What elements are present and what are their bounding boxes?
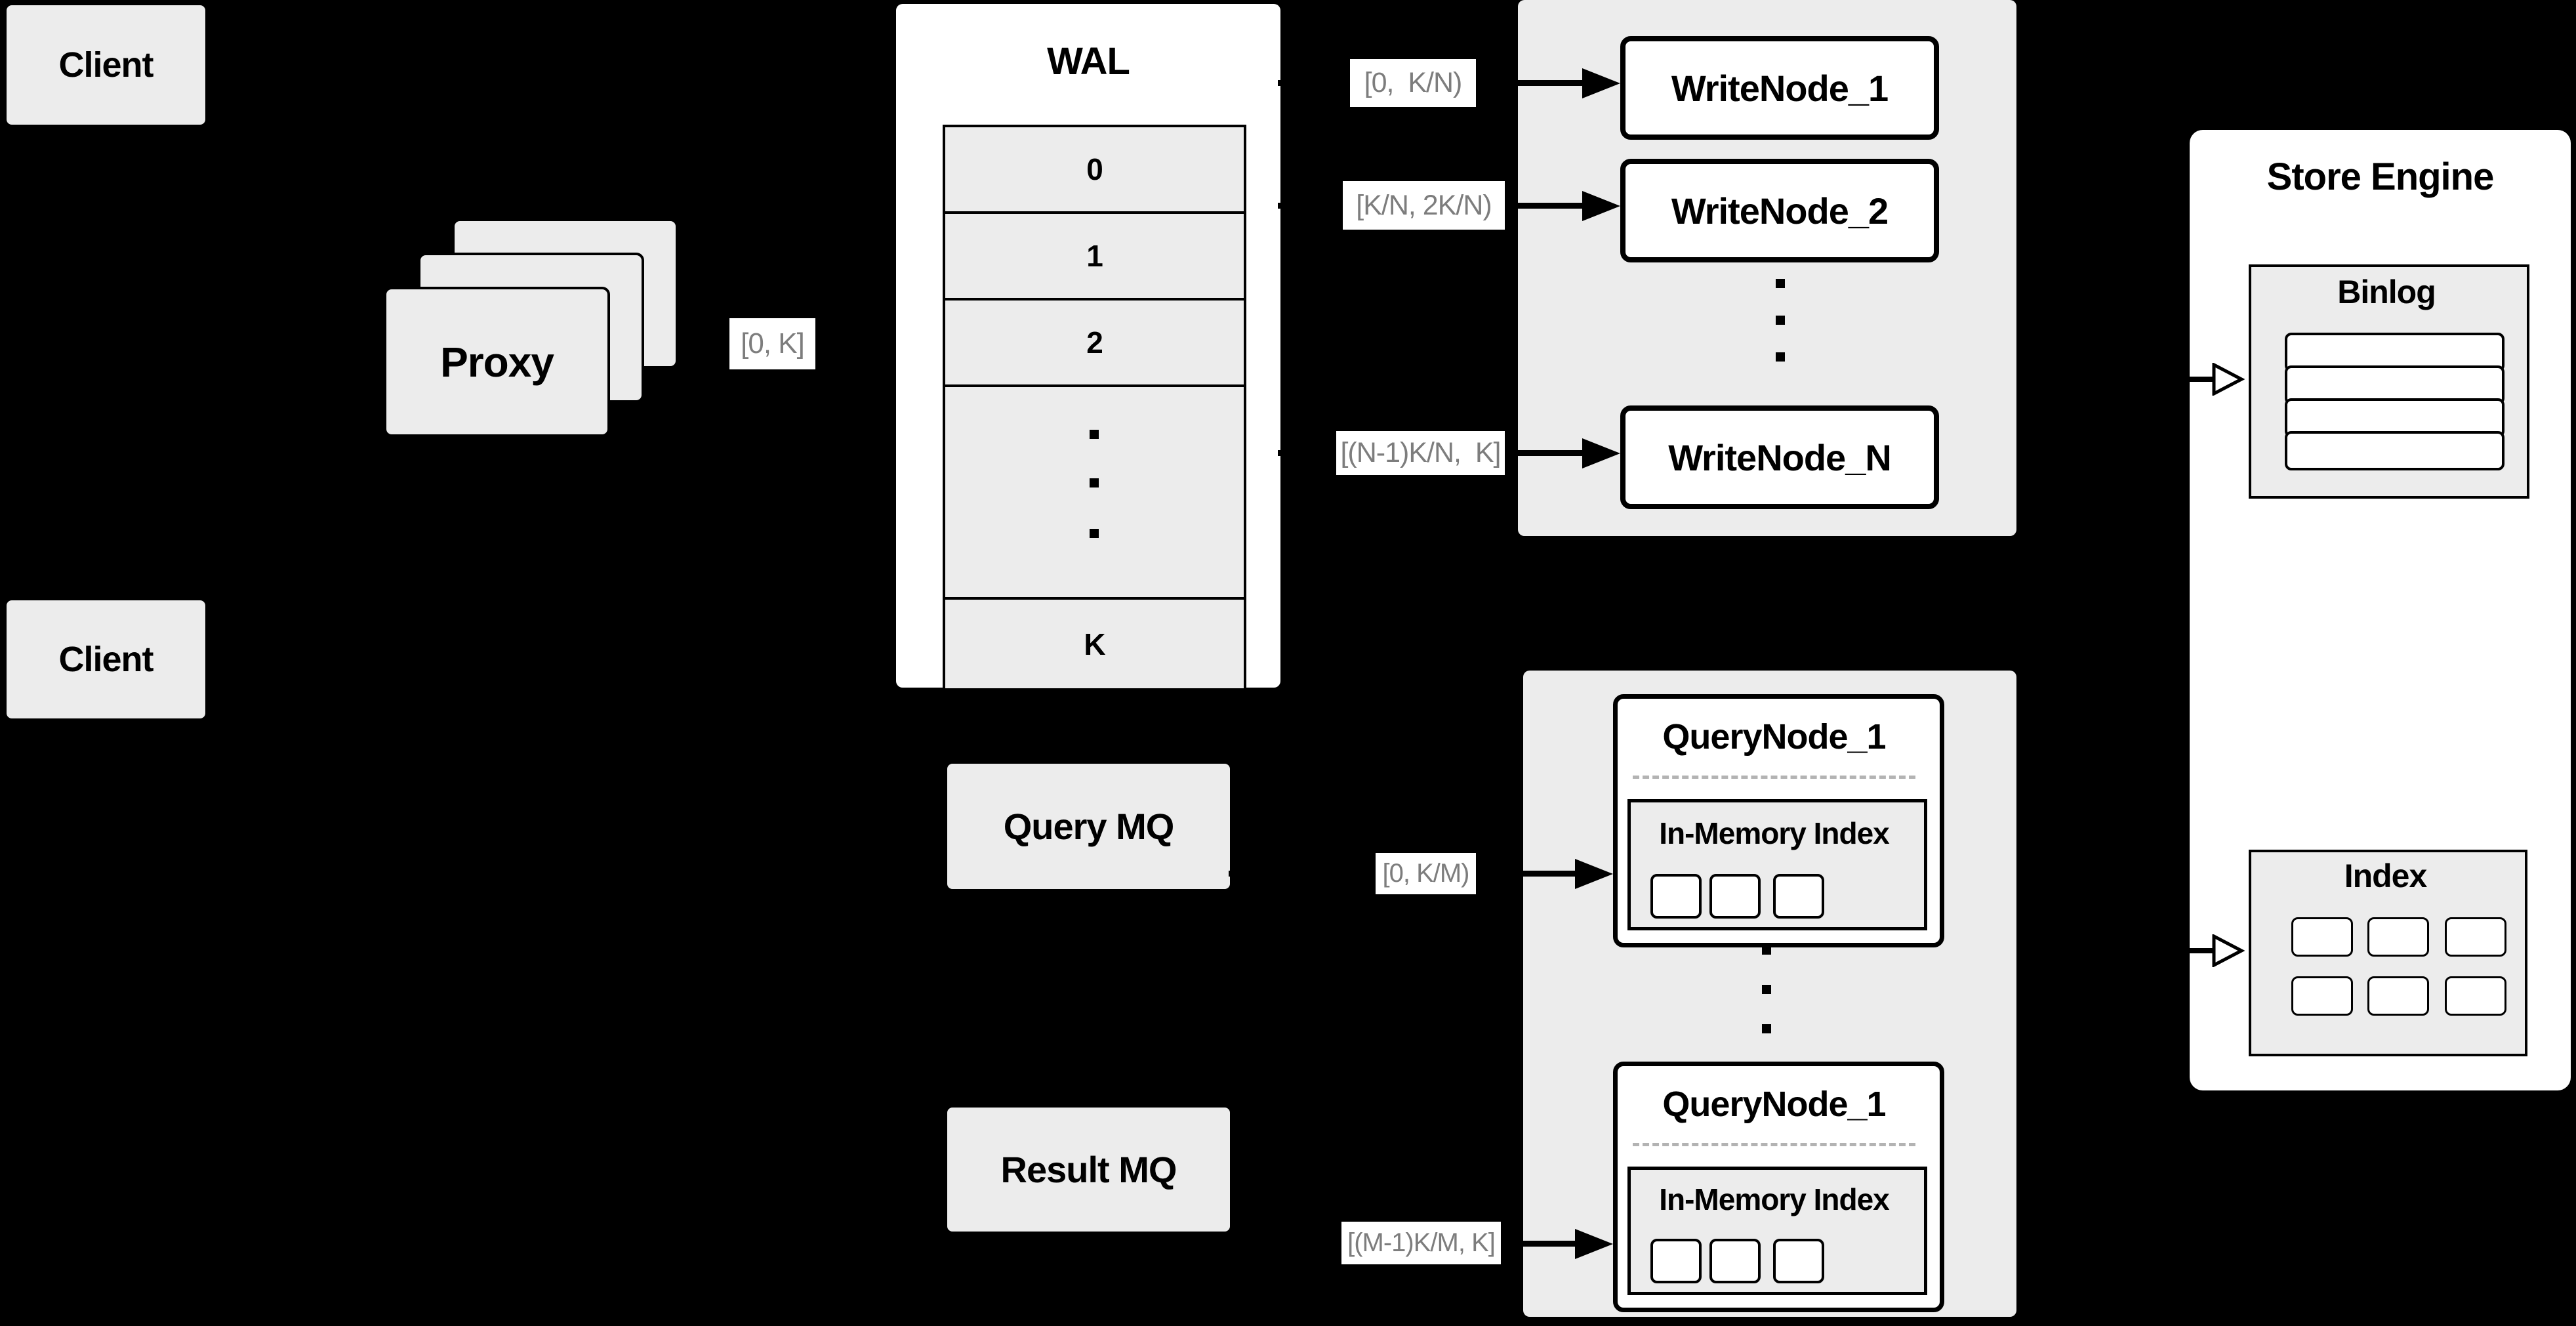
wal-title: WAL xyxy=(1047,40,1130,83)
query-node-m-title: QueryNode_1 xyxy=(1662,1085,1886,1124)
query-range-1-label: [0, K/M) xyxy=(1376,853,1476,894)
wal-segment-1: 1 xyxy=(945,214,1244,300)
query-node-1-inmemory-label: In-Memory Index xyxy=(1659,816,1890,850)
write-range-2-label: [K/N, 2K/N) xyxy=(1343,181,1505,230)
query-mq-box: Query MQ xyxy=(947,764,1230,889)
write-node-2-box: WriteNode_2 xyxy=(1620,159,1939,262)
write-range-n-label: [(N-1)K/N, K] xyxy=(1336,431,1505,475)
arrowhead-write-2-icon xyxy=(1582,191,1620,221)
index-title: Index xyxy=(2344,858,2428,894)
query-range-m-label: [(M-1)K/M, K] xyxy=(1341,1222,1501,1264)
query-node-m-inmemory-label: In-Memory Index xyxy=(1659,1182,1890,1216)
wal-segment-k: K xyxy=(1084,627,1105,661)
arrowhead-write-1-icon xyxy=(1582,68,1620,98)
binlog-title: Binlog xyxy=(2337,274,2436,310)
result-mq-box: Result MQ xyxy=(947,1108,1230,1232)
arrowhead-write-n-icon xyxy=(1582,438,1620,468)
arrow-index xyxy=(2188,948,2215,953)
write-node-n-box: WriteNode_N xyxy=(1620,405,1939,509)
wal-ellipsis-row xyxy=(945,387,1244,600)
arrow-binlog xyxy=(2188,377,2215,382)
arrowhead-query-m-icon xyxy=(1575,1229,1613,1259)
wal-segment-2: 2 xyxy=(945,300,1244,387)
wal-segment-0: 0 xyxy=(945,127,1244,214)
client-top-box: Client xyxy=(7,5,205,125)
proxy-card-front: Proxy xyxy=(384,287,610,437)
write-node-1-box: WriteNode_1 xyxy=(1620,36,1939,140)
query-node-1-title: QueryNode_1 xyxy=(1662,717,1886,756)
write-range-1-label: [0, K/N) xyxy=(1350,59,1476,107)
wal-segment-table: 0 1 2 K xyxy=(943,125,1246,691)
client-bottom-box: Client xyxy=(7,600,205,718)
proxy-range-label: [0, K] xyxy=(729,318,815,369)
query-node-1-divider xyxy=(1633,776,1915,779)
query-node-m-divider xyxy=(1633,1143,1915,1146)
store-engine-title: Store Engine xyxy=(2266,155,2495,198)
arrowhead-query-1-icon xyxy=(1575,859,1613,889)
open-arrowhead-index-icon xyxy=(2212,934,2245,967)
open-arrowhead-binlog-icon xyxy=(2212,363,2245,396)
